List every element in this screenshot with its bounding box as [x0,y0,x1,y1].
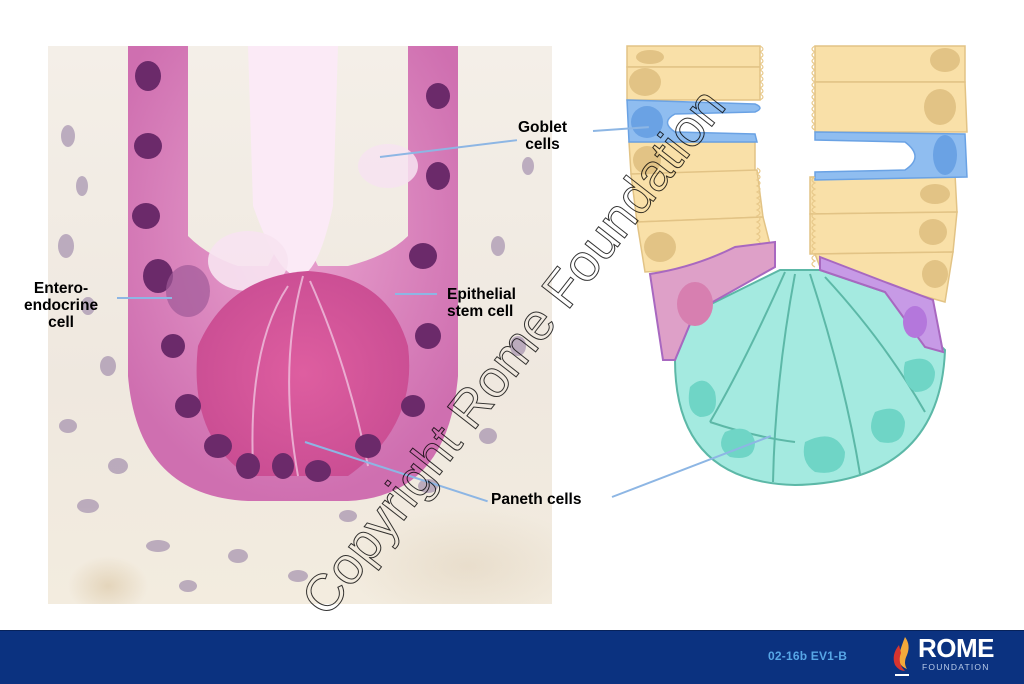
leader-stem-cell [395,293,437,295]
goblet-cell-right [814,131,968,181]
leader-enteroendocrine [117,297,172,299]
label-line: cells [525,136,560,153]
label-line: Goblet [518,119,568,136]
label-line: endocrine [24,297,99,314]
logo-wordmark: ROME [918,633,995,663]
label-paneth-cells: Paneth cells [491,491,582,508]
rome-foundation-flame-icon [893,637,909,676]
label-epithelial-stem-cell: Epithelial stem cell [447,286,516,320]
footer-bar [0,630,1024,684]
crypt-schematic-diagram [626,45,968,487]
histology-micrograph [48,46,552,604]
label-line: cell [48,314,74,331]
label-goblet-cells: Goblet cells [518,119,567,153]
label-line: Entero- [33,280,89,297]
slide-code: 02-16b EV1-B [768,649,848,663]
goblet-cell-left [626,99,761,143]
label-enteroendocrine-cell: Entero- endocrine cell [24,280,98,331]
slide-content: Goblet cells Entero- endocrine cell Epit… [24,45,968,627]
label-line: Epithelial [447,286,516,303]
label-line: stem cell [447,303,514,320]
logo-subtitle: FOUNDATION [922,662,990,672]
crypt-micrograph-illustration [58,46,534,592]
